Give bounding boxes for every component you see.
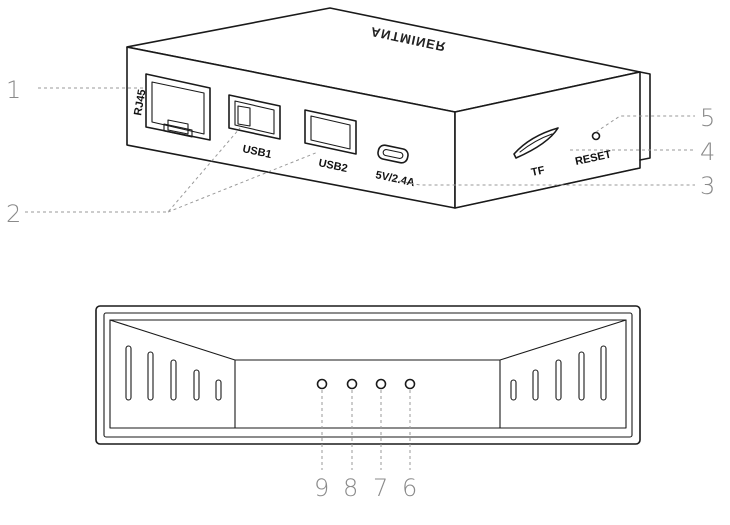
callout-5: 5	[700, 104, 715, 132]
power-port	[377, 144, 409, 164]
right-vents	[510, 345, 607, 401]
rj45-port	[145, 73, 211, 141]
end-panel-inner	[103, 312, 633, 438]
box-end-cap	[639, 71, 651, 161]
usb1-label: USB1	[241, 143, 272, 161]
callout-3: 3	[700, 172, 715, 200]
box-bottom-edge	[126, 139, 641, 209]
callout-6: 6	[402, 474, 417, 502]
led-8	[346, 378, 358, 390]
callout-2: 2	[6, 200, 21, 228]
callout-4: 4	[700, 138, 715, 166]
callout-9: 9	[314, 474, 329, 502]
callout-8: 8	[343, 474, 358, 502]
callout-numbers: 1 2 3 4 5 6 7 8 9	[6, 76, 715, 502]
usb2-label: USB2	[317, 157, 348, 175]
end-panel-outer	[95, 305, 641, 445]
end-panel-recess	[109, 319, 627, 429]
led-9	[316, 378, 328, 390]
tf-label: TF	[530, 164, 546, 179]
left-vents	[125, 345, 222, 401]
device-end-view	[95, 305, 641, 445]
led-7	[375, 378, 387, 390]
reset-hole	[591, 131, 601, 141]
callout-1: 1	[6, 76, 21, 104]
rj45-label: RJ45	[132, 89, 148, 117]
leader-lines	[25, 87, 695, 470]
device-isometric-view: ANTMINER RJ45 USB1 USB2 5V/2.4A	[126, 7, 651, 209]
led-6	[404, 378, 416, 390]
tf-slot	[513, 127, 559, 159]
usb2-port	[304, 109, 357, 155]
usb1-port	[228, 94, 281, 140]
center-plate	[109, 319, 627, 429]
callout-7: 7	[373, 474, 388, 502]
